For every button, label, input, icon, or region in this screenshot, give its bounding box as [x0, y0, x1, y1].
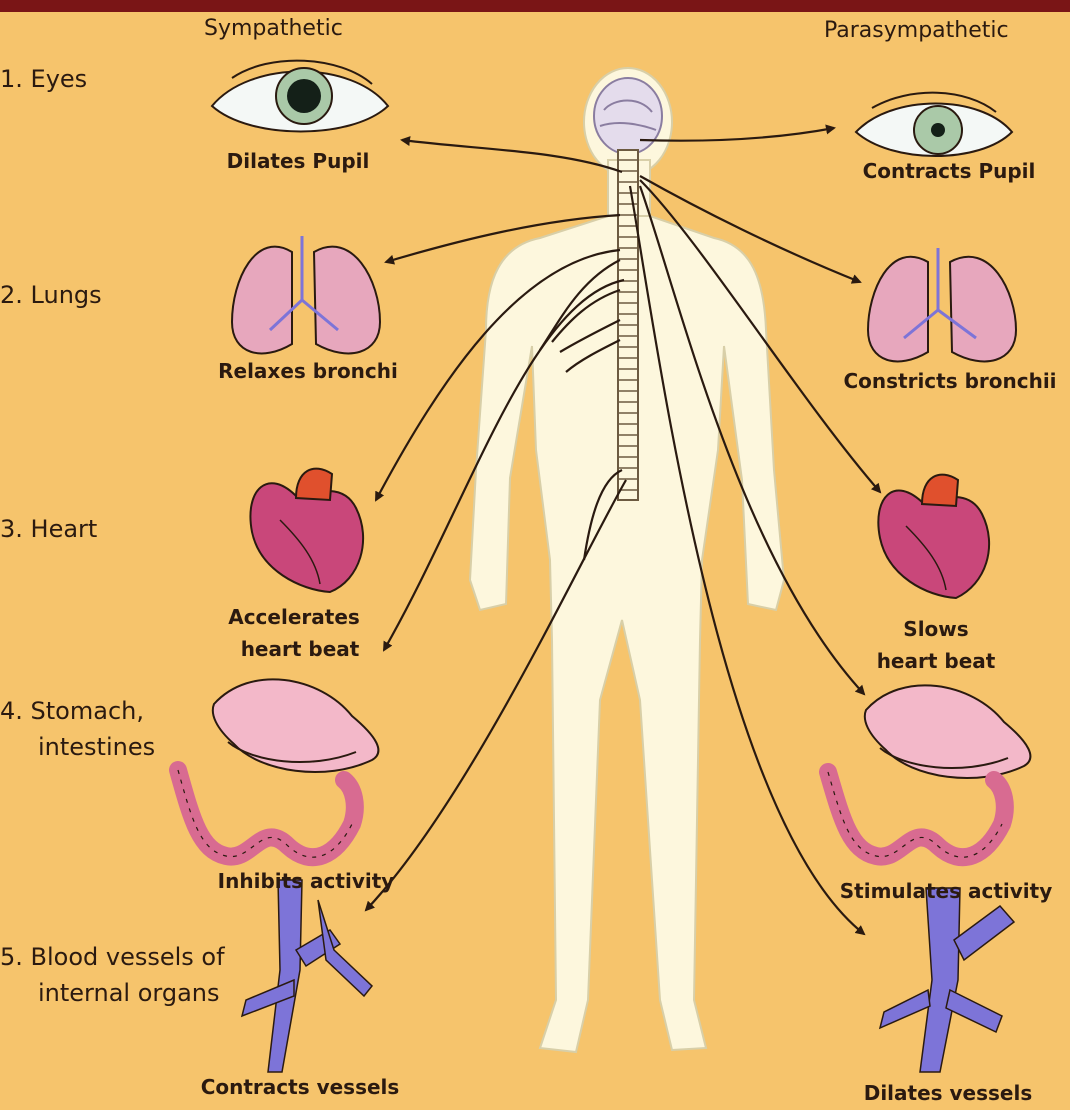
organ-label-lungs: 2. Lungs [0, 278, 102, 312]
eye-icon-parasympathetic [856, 93, 1012, 156]
effect-para-heart-1: Slows [866, 614, 1006, 644]
organ-label-heart: 3. Heart [0, 512, 97, 546]
effect-symp-lungs: Relaxes bronchi [196, 356, 420, 386]
effect-para-stomach: Stimulates activity [824, 876, 1068, 906]
blood-vessel-icon-sympathetic [242, 880, 372, 1072]
stomach-intestines-icon-sympathetic [178, 679, 378, 857]
stomach-intestines-icon-parasympathetic [828, 685, 1030, 857]
heart-icon-parasympathetic [878, 475, 989, 598]
effect-para-vessels: Dilates vessels [846, 1078, 1050, 1108]
parasympathetic-heading: Parasympathetic [824, 18, 1009, 43]
effect-symp-heart-2: heart beat [218, 634, 382, 664]
sympathetic-heading: Sympathetic [204, 16, 343, 41]
lungs-icon-parasympathetic [868, 248, 1016, 361]
brain [594, 78, 662, 154]
effect-para-eyes: Contracts Pupil [842, 156, 1056, 186]
eye-icon-sympathetic [212, 61, 388, 132]
organ-label-internal-organs: internal organs [38, 976, 220, 1010]
effect-para-heart-2: heart beat [856, 646, 1016, 676]
organ-label-eyes: 1. Eyes [0, 62, 87, 96]
organ-label-intestines: intestines [38, 730, 155, 764]
lungs-icon-sympathetic [232, 236, 380, 353]
effect-symp-heart-1: Accelerates [212, 602, 376, 632]
effect-symp-vessels: Contracts vessels [178, 1072, 422, 1102]
blood-vessel-icon-parasympathetic [880, 888, 1014, 1072]
effect-para-lungs: Constricts bronchii [830, 366, 1070, 396]
heart-icon-sympathetic [250, 469, 363, 592]
effect-symp-eyes: Dilates Pupil [206, 146, 390, 176]
effect-symp-stomach: Inhibits activity [204, 866, 408, 896]
organ-label-blood-vessels: 5. Blood vessels of [0, 940, 225, 974]
organ-label-stomach: 4. Stomach, [0, 694, 144, 728]
